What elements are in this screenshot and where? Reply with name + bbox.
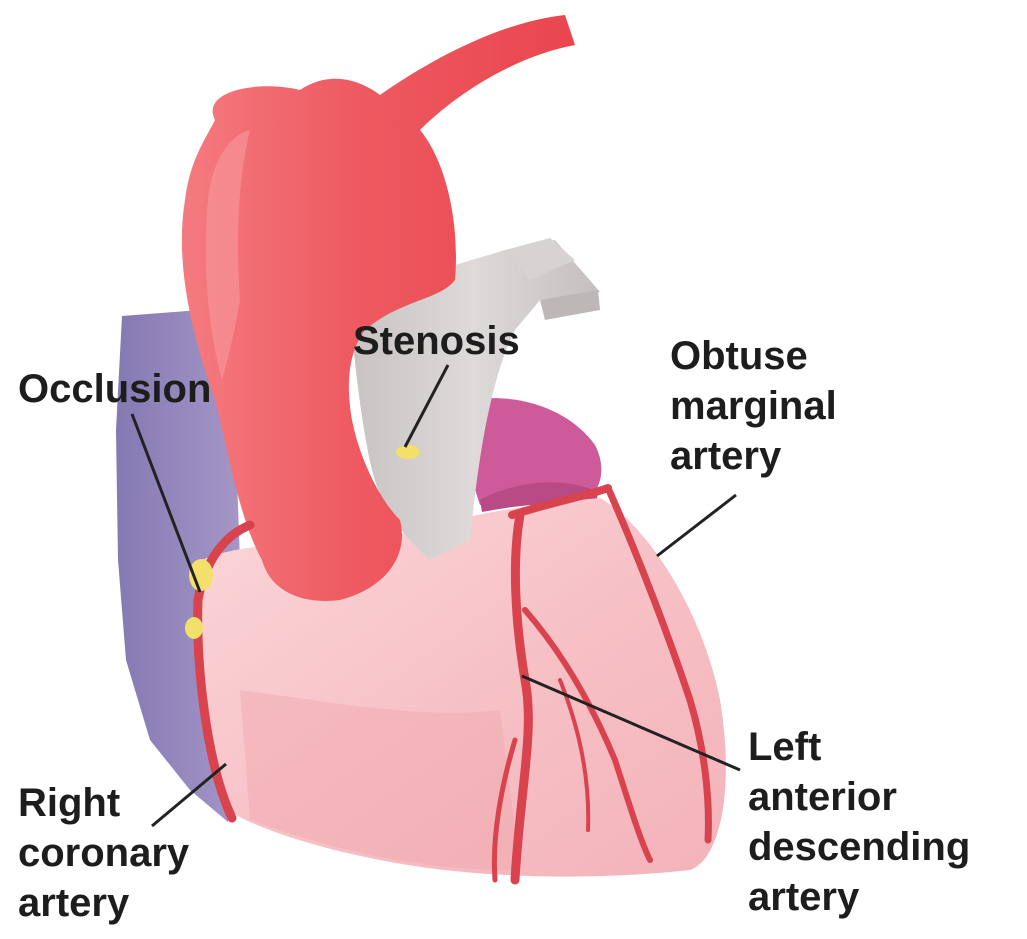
label-line: marginal: [670, 381, 837, 431]
label-line: artery: [670, 431, 837, 481]
label-right-coronary-artery: Right coronary artery: [18, 778, 189, 928]
label-line: Obtuse: [670, 331, 837, 381]
label-left-anterior-descending-artery: Left anterior descending artery: [748, 722, 970, 922]
label-line: coronary: [18, 828, 189, 878]
label-occlusion: Occlusion: [18, 364, 211, 414]
label-line: artery: [18, 878, 189, 928]
ventricle-shade: [240, 690, 520, 870]
label-stenosis: Stenosis: [353, 316, 520, 366]
label-line: artery: [748, 872, 970, 922]
label-obtuse-marginal-artery: Obtuse marginal artery: [670, 331, 837, 481]
label-line: descending: [748, 822, 970, 872]
leader-obtuse-marginal: [657, 495, 736, 556]
label-line: Right: [18, 778, 189, 828]
label-stenosis-line: Stenosis: [353, 316, 520, 366]
label-occlusion-line: Occlusion: [18, 364, 211, 414]
occlusion-plaque-2: [185, 617, 203, 639]
label-line: Left: [748, 722, 970, 772]
label-line: anterior: [748, 772, 970, 822]
stenosis-plaque: [396, 445, 420, 459]
